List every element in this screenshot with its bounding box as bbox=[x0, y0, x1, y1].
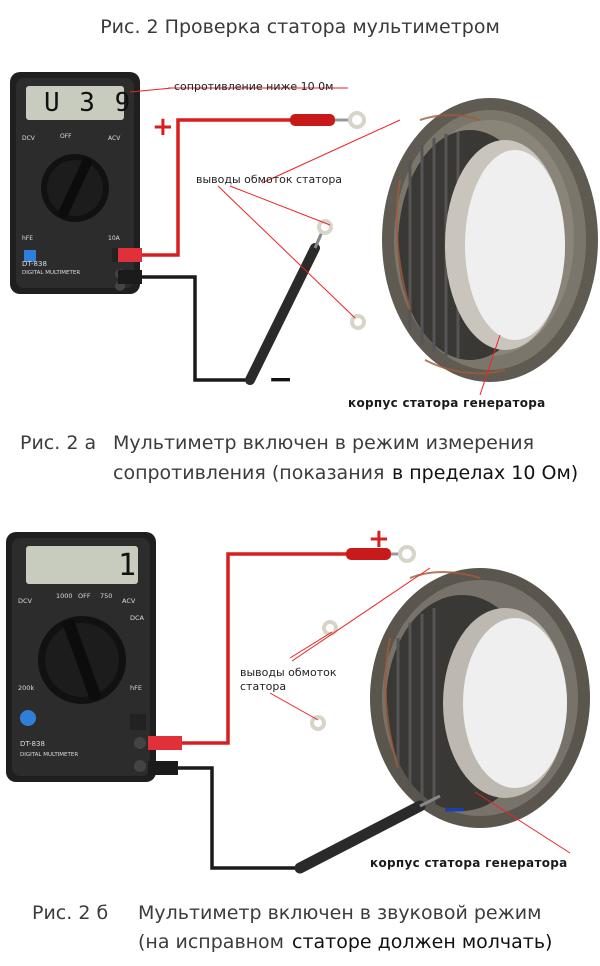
plus-sign-b: + bbox=[368, 524, 390, 554]
black-wire-b bbox=[175, 766, 300, 870]
label-winding-leads-a: выводы обмоток статора bbox=[196, 173, 343, 186]
svg-text:10A: 10A bbox=[108, 235, 121, 242]
red-probe-b bbox=[346, 548, 391, 560]
multimeter-a-display bbox=[26, 86, 124, 120]
caption-b-prefix: Рис. 2 б bbox=[32, 902, 109, 924]
svg-text:OFF: OFF bbox=[78, 592, 91, 600]
red-wire-a bbox=[132, 118, 300, 257]
multimeter-b-brand: DIGITAL MULTIMETER bbox=[20, 752, 79, 758]
red-plug-b bbox=[148, 736, 182, 750]
figure-title: Рис. 2 Проверка статора мультиметром bbox=[100, 16, 500, 38]
red-probe-a bbox=[290, 114, 335, 126]
svg-text:OFF: OFF bbox=[60, 133, 72, 140]
caption-a-prefix: Рис. 2 а bbox=[20, 432, 97, 454]
svg-text:ACV: ACV bbox=[122, 597, 136, 605]
black-probe-a bbox=[245, 243, 320, 385]
red-plug-a bbox=[118, 248, 142, 262]
caption-b-line1: Мультиметр включен в звуковой режим bbox=[138, 902, 542, 924]
caption-a-line2-end: в пределах 10 Ом) bbox=[392, 462, 579, 484]
label-winding-leads-b-line1: выводы обмоток bbox=[240, 666, 337, 679]
stator-b bbox=[370, 568, 590, 828]
multimeter-a-model: DT-838 bbox=[22, 260, 47, 268]
label-winding-leads-b-line2: статора bbox=[240, 680, 287, 693]
svg-text:hFE: hFE bbox=[22, 235, 33, 242]
svg-text:DCV: DCV bbox=[18, 597, 33, 605]
multimeter-b-reading: 1 bbox=[118, 548, 137, 583]
terminal-lug-1-a bbox=[348, 111, 366, 129]
multimeter-a-brand: DIGITAL MULTIMETER bbox=[22, 270, 81, 276]
multimeter-b-display bbox=[26, 546, 138, 584]
label-stator-housing-b: корпус статора генератора bbox=[370, 856, 568, 870]
red-wire-b bbox=[175, 552, 350, 745]
terminal-lug-3-a bbox=[350, 314, 366, 330]
multimeter-a-reading: U 3 9 bbox=[44, 88, 133, 118]
plus-sign-a: + bbox=[152, 112, 174, 142]
black-wire-a bbox=[132, 275, 250, 382]
svg-text:DCA: DCA bbox=[130, 614, 145, 622]
terminal-lug-2-b bbox=[322, 620, 338, 636]
label-resistance: сопротивление ниже 10 0м bbox=[174, 80, 334, 93]
black-probe-b bbox=[294, 800, 426, 874]
svg-text:200k: 200k bbox=[18, 684, 34, 692]
caption-b-line2-start: (на исправном bbox=[138, 931, 285, 953]
minus-sign-b: − bbox=[442, 792, 468, 827]
label-stator-housing-a: корпус статора генератора bbox=[348, 396, 546, 410]
svg-text:1000: 1000 bbox=[56, 592, 73, 600]
figure-a-illustration: DCV OFF ACV hFE 10A bbox=[10, 72, 598, 396]
multimeter-b-model: DT-838 bbox=[20, 740, 45, 748]
caption-a-line2-start: сопротивления (показания bbox=[113, 462, 385, 484]
terminal-lug-1-b bbox=[398, 545, 416, 563]
minus-sign-a: − bbox=[268, 362, 294, 397]
terminal-lug-2-a bbox=[317, 219, 333, 235]
stator-a bbox=[382, 98, 598, 382]
svg-text:hFE: hFE bbox=[130, 684, 142, 692]
svg-text:DCV: DCV bbox=[22, 135, 36, 142]
svg-text:ACV: ACV bbox=[108, 135, 121, 142]
caption-a-line1: Мультиметр включен в режим измерения bbox=[113, 432, 535, 454]
multimeter-a: DCV OFF ACV hFE 10A bbox=[10, 72, 140, 294]
caption-b-line2-end: статоре должен молчать) bbox=[292, 931, 553, 953]
terminal-lug-3-b bbox=[310, 715, 326, 731]
svg-text:750: 750 bbox=[100, 592, 112, 600]
